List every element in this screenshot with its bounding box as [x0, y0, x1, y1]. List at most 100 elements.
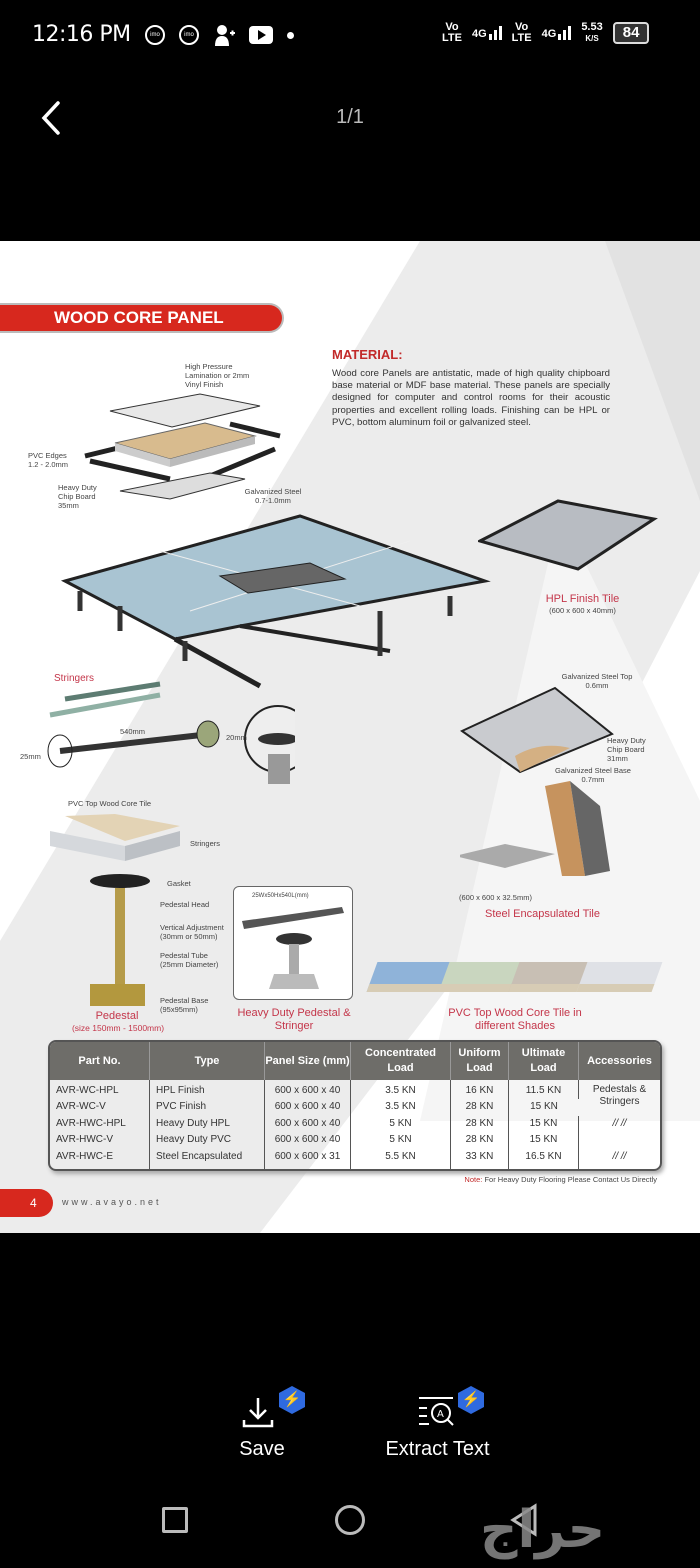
dot-icon [287, 31, 294, 39]
table-cell: 33 KN [451, 1148, 509, 1169]
steel-tile-image [460, 686, 614, 876]
table-cell: 3.5 KN [351, 1080, 451, 1099]
download-icon [242, 1398, 274, 1428]
table-cell: 15 KN [509, 1132, 579, 1149]
hpl-tile-image [478, 499, 658, 571]
heavy-duty-dim: 25Wx50Hx540L(mm) [252, 893, 309, 899]
website: www.avayo.net [62, 1197, 162, 1207]
pedestal-title: Pedestal [95, 1010, 139, 1022]
pedestal-tube-label: Pedestal Tube (25mm Diameter) [160, 951, 219, 969]
table-cell: Steel Encapsulated [150, 1148, 265, 1169]
table-cell: PVC Finish [150, 1099, 265, 1116]
shade-tile-white [576, 962, 663, 992]
material-description: Wood core Panels are antistatic, made of… [332, 368, 610, 428]
hpl-tile-title: HPL Finish Tile [545, 593, 620, 605]
table-cell: 16.5 KN [509, 1148, 579, 1169]
svg-text:A: A [437, 1409, 444, 1420]
accessories-cell [579, 1132, 660, 1149]
spec-table: Part No. Type Panel Size (mm) Concentrat… [48, 1040, 662, 1171]
table-cell: HPL Finish [150, 1080, 265, 1099]
imo-icon: imo [179, 25, 199, 45]
pedestal-stringers-label: Stringers [190, 839, 221, 848]
material-heading: MATERIAL: [332, 347, 403, 362]
imo-icon: imo [145, 25, 165, 45]
youtube-icon [249, 26, 273, 44]
table-cell: AVR-WC-HPL [50, 1080, 150, 1099]
col-header: Concentrated Load [351, 1042, 451, 1080]
table-cell: 28 KN [451, 1115, 509, 1132]
gasket-label: Gasket [167, 879, 191, 888]
heavy-duty-title: Heavy Duty Pedestal & Stringer [237, 1007, 351, 1032]
table-cell: 15 KN [509, 1115, 579, 1132]
table-cell: 3.5 KN [351, 1099, 451, 1116]
extract-text-label: Extract Text [385, 1438, 490, 1460]
col-header: Accessories [579, 1042, 660, 1080]
back-arrow-icon[interactable] [38, 100, 66, 136]
status-time: 12:16 PM [32, 22, 131, 47]
heavy-duty-box: 25Wx50Hx540L(mm) [233, 886, 353, 1000]
page-counter: 1/1 [336, 106, 364, 128]
document-image[interactable]: WOOD CORE PANEL MATERIAL: Wood core Pane… [0, 241, 700, 1233]
col-header: Panel Size (mm) [265, 1042, 351, 1080]
add-contact-icon [215, 25, 235, 46]
col-header: Part No. [50, 1042, 150, 1080]
col-header: Uniform Load [451, 1042, 509, 1080]
section-banner: WOOD CORE PANEL [0, 303, 284, 333]
footnote: Note: For Heavy Duty Flooring Please Con… [464, 1175, 657, 1184]
stringers-title: Stringers [54, 673, 95, 684]
note-label: Note: [464, 1175, 483, 1184]
table-cell: 600 x 600 x 40 [265, 1099, 351, 1116]
steel-tile-title: Steel Encapsulated Tile [485, 908, 600, 920]
stringer-length: 540mm [120, 727, 146, 736]
table-cell: 600 x 600 x 40 [265, 1115, 351, 1132]
table-cell: Heavy Duty PVC [150, 1132, 265, 1149]
table-cell: AVR-HWC-E [50, 1148, 150, 1169]
table-cell: 16 KN [451, 1080, 509, 1099]
raised-floor-diagram [60, 514, 491, 689]
haraj-watermark-logo: حراج [480, 1500, 606, 1560]
pedestal-head-label: Pedestal Head [160, 900, 210, 909]
accessories-cell: // // [612, 1150, 627, 1162]
label-pvc-edges: PVC Edges 1.2 - 2.0mm [28, 451, 69, 469]
table-cell: AVR-WC-V [50, 1099, 150, 1116]
home-button[interactable] [335, 1505, 365, 1535]
premium-badge-icon: ⚡ [279, 1386, 305, 1414]
page-number: 4 [0, 1189, 53, 1217]
stringers-diagram [47, 681, 295, 784]
pedestal-base-label: Pedestal Base (95x95mm) [160, 996, 209, 1014]
vertical-adjustment-label: Vertical Adjustment (30mm or 50mm) [160, 923, 224, 941]
table-cell: 5 KN [351, 1115, 451, 1132]
pedestal-size: (size 150mm - 1500mm) [71, 1023, 165, 1033]
note-text: For Heavy Duty Flooring Please Contact U… [484, 1175, 657, 1184]
table-cell: 600 x 600 x 40 [265, 1080, 351, 1099]
battery-indicator: 84 [612, 22, 650, 44]
label-galvanized: Galvanized Steel 0.7-1.0mm [244, 487, 302, 505]
save-label: Save [239, 1438, 285, 1460]
label-hpl: High Pressure Lamination or 2mm Vinyl Fi… [185, 362, 250, 389]
label-chip-board: Heavy Duty Chip Board 35mm [58, 483, 97, 510]
accessories-cell: // // [612, 1117, 627, 1129]
steel-top-label: Galvanized Steel Top 0.6mm [561, 672, 633, 690]
table-cell: 28 KN [451, 1132, 509, 1149]
shade-tiles [366, 957, 663, 1002]
volte-label: LTE [442, 32, 462, 44]
heavy-duty-pedestal-image [242, 907, 344, 989]
table-cell: 28 KN [451, 1099, 509, 1116]
net-speed: 5.53 [581, 21, 603, 33]
table-cell: 5 KN [351, 1132, 451, 1149]
table-cell: 600 x 600 x 31 [265, 1148, 351, 1169]
back-nav-button[interactable] [510, 1503, 538, 1537]
notification-icons: imo imo [145, 24, 294, 46]
table-cell: 11.5 KN [509, 1080, 579, 1099]
table-cell: 15 KN [530, 1101, 558, 1112]
exploded-panel-diagram [84, 393, 281, 500]
recents-button[interactable] [162, 1507, 188, 1533]
table-cell: AVR-HWC-HPL [50, 1115, 150, 1132]
pedestal-diagram [50, 814, 180, 1006]
premium-badge-icon: ⚡ [458, 1386, 484, 1414]
